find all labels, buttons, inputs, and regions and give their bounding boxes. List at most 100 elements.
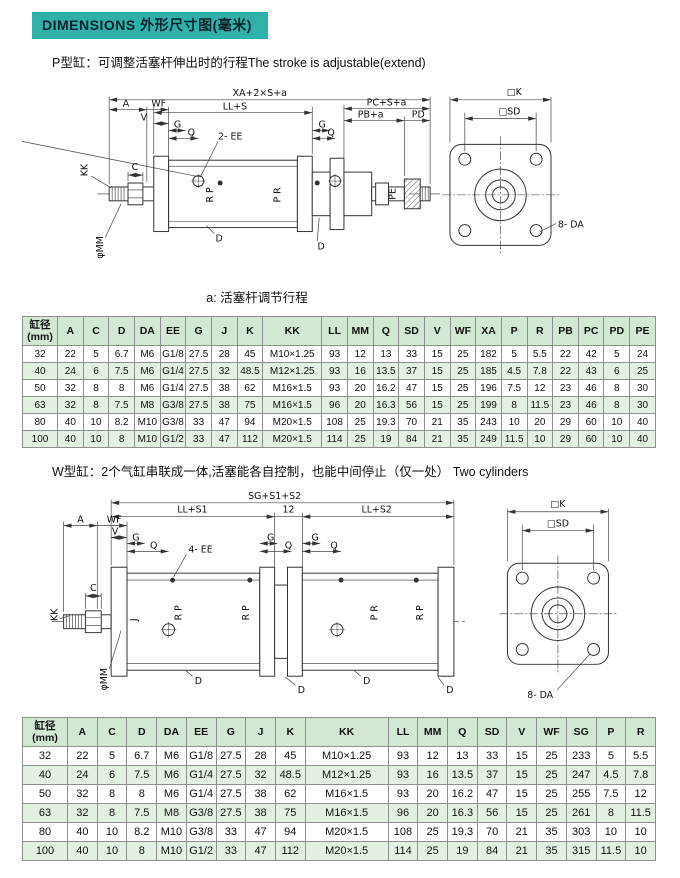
table-cell: 33 <box>185 430 212 449</box>
table-cell: 8 <box>108 379 135 398</box>
dim-label-d2: D <box>298 685 305 696</box>
p-drawing-caption: a: 活塞杆调节行程 <box>206 291 308 306</box>
column-header: LL <box>321 316 348 347</box>
table-cell: 255 <box>565 783 597 804</box>
table-cell: 60 <box>577 430 605 449</box>
dim-label-v: V <box>141 113 148 124</box>
table-cell: 27.5 <box>215 802 247 823</box>
table-cell: M6 <box>133 362 161 381</box>
dim-label-sd: □SD <box>547 519 569 530</box>
table-cell: 19 <box>447 840 478 861</box>
table-cell: 8 <box>500 396 528 415</box>
p-end-dimensions <box>449 96 557 232</box>
table-cell: 40 <box>629 430 656 449</box>
table-cell: 94 <box>274 821 306 842</box>
column-header: DA <box>133 316 161 347</box>
table-cell: G1/2 <box>159 430 187 449</box>
dim-label-g-right: G <box>319 120 326 131</box>
column-header: EE <box>159 316 187 347</box>
table-cell: 8 <box>108 430 135 449</box>
table-cell: 16.2 <box>372 379 400 398</box>
table-cell: 182 <box>475 345 502 364</box>
table-cell: M10 <box>133 430 161 449</box>
table-cell: 25 <box>417 840 449 861</box>
table-cell: 63 <box>22 396 58 415</box>
column-header: R <box>625 716 656 747</box>
table-cell: 25 <box>629 362 656 381</box>
table-cell: 96 <box>387 802 419 823</box>
table-cell: G3/8 <box>159 413 187 432</box>
table-cell: 47 <box>398 379 425 398</box>
table-cell: 25 <box>449 379 477 398</box>
dim-label-d4: D <box>446 685 453 696</box>
table-cell: 10 <box>625 821 656 842</box>
table-cell: 100 <box>22 840 68 861</box>
column-header: PD <box>603 316 631 347</box>
table-cell: 27.5 <box>185 379 212 398</box>
table-cell: 8 <box>82 396 110 415</box>
table-cell: 108 <box>321 413 348 432</box>
column-header: Q <box>372 316 400 347</box>
table-cell: 5 <box>96 745 128 766</box>
table-cell: 16 <box>346 362 374 381</box>
table-cell: 23 <box>552 396 579 415</box>
port-count-label: 4- EE <box>188 544 212 555</box>
dim-label-mm: φMM <box>95 236 106 258</box>
column-header: DA <box>156 716 187 747</box>
table-cell: 46 <box>577 396 605 415</box>
table-cell: 13.5 <box>447 764 478 785</box>
table-cell: M6 <box>156 783 187 804</box>
dim-label-a: A <box>77 515 84 526</box>
table-cell: 13 <box>372 345 400 364</box>
p-type-note: P型缸：可调整活塞杆伸出时的行程The stroke is adjustable… <box>52 56 426 70</box>
table-cell: M6 <box>133 379 161 398</box>
column-header: V <box>506 716 538 747</box>
table-cell: 25 <box>346 430 374 449</box>
dim-label-pc: PC+S+a <box>367 98 407 109</box>
table-cell: 16.2 <box>447 783 478 804</box>
table-cell: G1/8 <box>159 345 187 364</box>
table-cell: 24 <box>57 362 84 381</box>
table-cell: 22 <box>67 745 98 766</box>
table-cell: M16×1.5 <box>262 396 323 415</box>
table-cell: 21 <box>423 413 451 432</box>
table-cell: M6 <box>156 745 187 766</box>
table-cell: 10 <box>603 430 631 449</box>
table-cell: 10 <box>96 821 128 842</box>
column-header: D <box>108 316 135 347</box>
column-header: MM <box>346 316 374 347</box>
table-cell: 15 <box>506 783 538 804</box>
table-cell: 243 <box>475 413 502 432</box>
table-cell: 37 <box>398 362 425 381</box>
table-cell: 50 <box>22 379 58 398</box>
table-cell: 4.5 <box>595 764 627 785</box>
table-cell: 7.8 <box>526 362 554 381</box>
table-cell: 5.5 <box>625 745 656 766</box>
w-end-dimensions <box>507 508 609 691</box>
dim-label-kk: KK <box>79 163 90 176</box>
dim-label-c: C <box>132 162 139 173</box>
column-header: J <box>245 716 276 747</box>
dim-label-wf: WF <box>151 99 166 110</box>
column-header: XA <box>475 316 502 347</box>
table-cell: G3/8 <box>185 821 217 842</box>
table-cell: 22 <box>552 362 579 381</box>
column-header: A <box>67 716 98 747</box>
column-header: R <box>526 316 554 347</box>
table-cell: 10 <box>595 821 627 842</box>
table-cell: 28 <box>245 745 276 766</box>
p-end-view <box>442 136 559 254</box>
table-cell: 45 <box>236 345 264 364</box>
table-cell: M8 <box>133 396 161 415</box>
column-header: P <box>500 316 528 347</box>
table-cell: M12×1.25 <box>304 764 389 785</box>
table-cell: 8 <box>603 379 631 398</box>
table-cell: 40 <box>22 362 58 381</box>
column-header: SD <box>398 316 425 347</box>
table-cell: 47 <box>245 821 276 842</box>
page-title: DIMENSIONS 外形尺寸图(毫米) <box>32 12 268 39</box>
